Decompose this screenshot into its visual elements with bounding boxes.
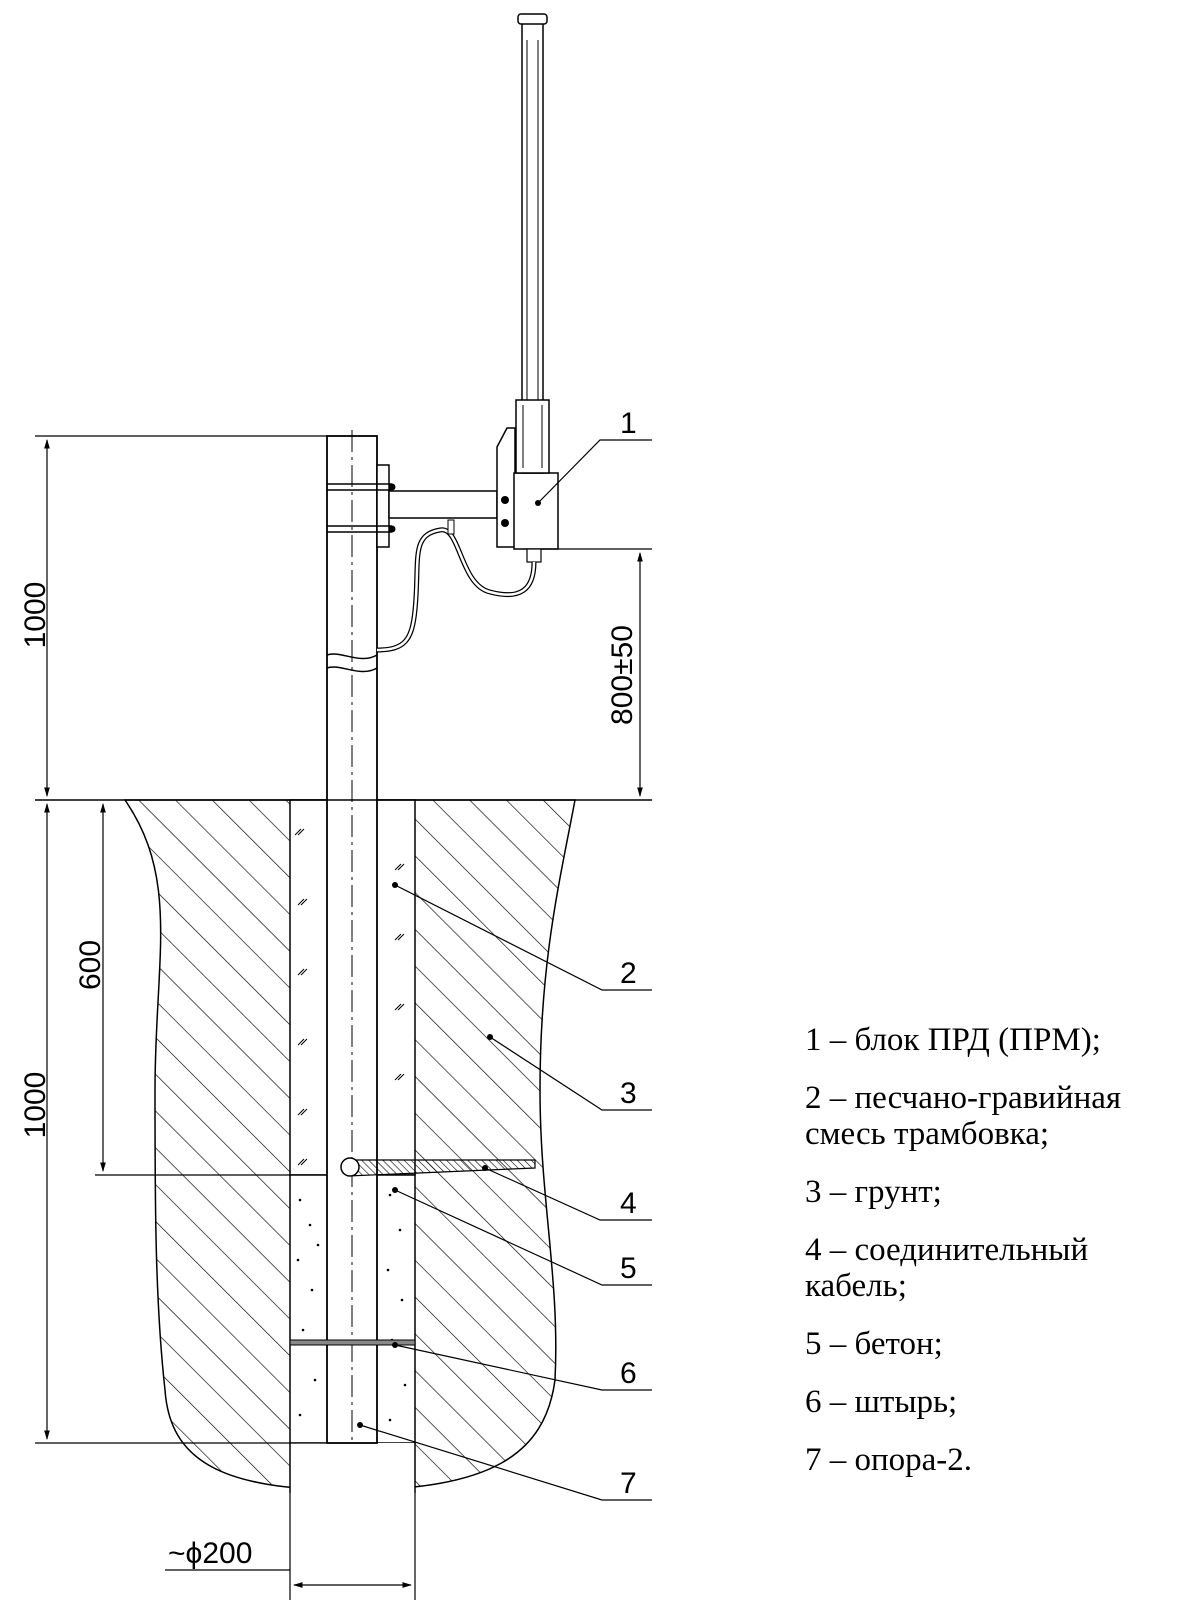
- dim-below-ground: 1000: [19, 1072, 52, 1139]
- concrete-dots: [296, 1193, 407, 1422]
- legend-item-5: 5 – бетон;: [805, 1326, 943, 1362]
- dim-above-ground: 1000: [19, 582, 52, 649]
- legend-item-2: 2 – песчано-гравийная смесь трамбовка;: [805, 1080, 1122, 1152]
- callout-1: 1: [620, 407, 637, 440]
- callout-dots: [357, 500, 541, 1428]
- callout-leaders: [359, 439, 652, 1501]
- gravel-marks: [294, 828, 405, 1166]
- callout-2: 2: [620, 957, 637, 990]
- pole-break: [326, 653, 378, 673]
- callout-3: 3: [620, 1077, 637, 1110]
- dim-diameter: ~ϕ200: [168, 1537, 252, 1570]
- device-bracket: [496, 427, 516, 548]
- concrete-base: [290, 1443, 415, 1493]
- callout-4: 4: [620, 1187, 637, 1220]
- callout-5: 5: [620, 1252, 637, 1285]
- legend-item-6: 6 – штырь;: [805, 1384, 958, 1420]
- legend-item-4: 4 – соединительный кабель;: [805, 1232, 1089, 1304]
- mounting-plate: [376, 464, 390, 548]
- device-connector: [526, 548, 542, 563]
- dim-device-height: 800±50: [606, 625, 639, 725]
- callout-6: 6: [620, 1357, 637, 1390]
- callout-7: 7: [620, 1467, 637, 1500]
- device-block: [513, 472, 559, 550]
- legend: 1 – блок ПРД (ПРМ); 2 – песчано-гравийна…: [805, 1022, 1175, 1500]
- pin: [289, 1339, 416, 1346]
- dim-gravel-depth: 600: [74, 940, 107, 990]
- legend-item-3: 3 – грунт;: [805, 1174, 942, 1210]
- legend-item-1: 1 – блок ПРД (ПРМ);: [805, 1022, 1101, 1058]
- legend-item-7: 7 – опора-2.: [805, 1442, 973, 1478]
- mounting-arm: [388, 490, 498, 519]
